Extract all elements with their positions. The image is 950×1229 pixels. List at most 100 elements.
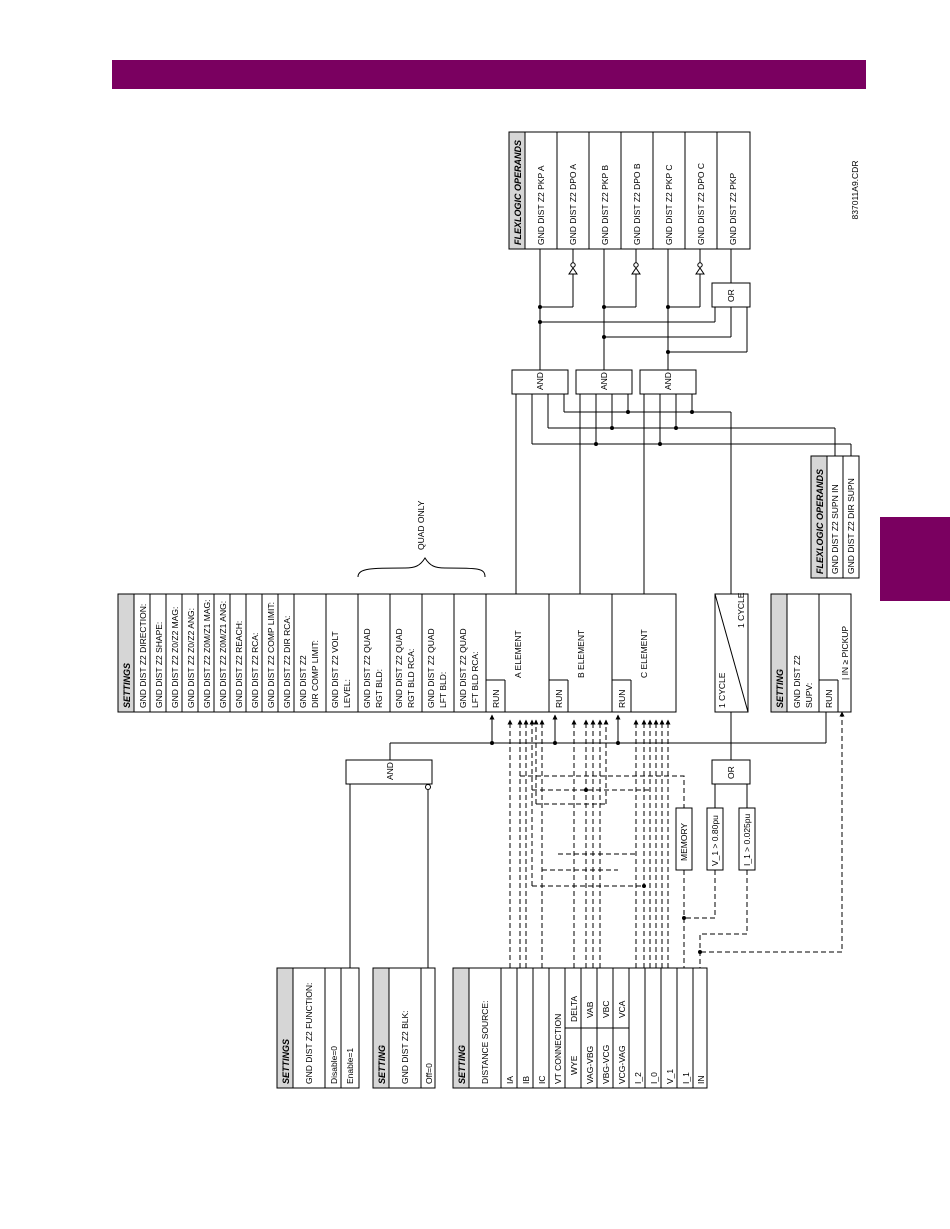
flexlogic-out-row-0: GND DIST Z2 PKP A	[536, 165, 546, 245]
settings-top-row-15: GND DIST Z2 QUAD	[458, 628, 468, 708]
flexlogic-out-row-2: GND DIST Z2 PKP B	[600, 165, 610, 245]
source-row-i2: I_2	[633, 1072, 643, 1084]
or-gate-pkp-label: OR	[726, 289, 736, 302]
supv-condition: | IN ≥ PICKUP	[840, 626, 850, 680]
flexlogic-out-box: GND DIST Z2 PKP A GND DIST Z2 DPO A GND DI…	[508, 131, 751, 250]
settings-top-row-15: LFT BLD RCA:	[470, 651, 480, 708]
vt-connection-title: VT CONNECTION	[553, 1014, 563, 1084]
settings-top-row-13: GND DIST Z2 QUAD	[394, 628, 404, 708]
blk-setting-name: GND DIST Z2 BLK:	[400, 1010, 410, 1084]
settings-top-row-14: GND DIST Z2 QUAD	[426, 628, 436, 708]
supv-setting-name: SUPV:	[804, 683, 814, 708]
flexlogic-out-header: FLEXLOGIC OPERANDS	[513, 140, 523, 245]
blk-setting-box: SETTING GND DIST Z2 BLK: Off=0	[372, 967, 436, 1089]
vt-row-0-delta: VAB	[585, 1001, 595, 1018]
memory-label: MEMORY	[679, 823, 689, 861]
supv-setting-header: SETTING	[775, 669, 785, 708]
source-setting-name: DISTANCE SOURCE:	[480, 1001, 490, 1084]
source-row-v1: V_1	[665, 1069, 675, 1084]
source-row-in: IN	[696, 1076, 706, 1085]
element-c-run: RUN	[617, 690, 627, 708]
and-gate-b-label: AND	[599, 372, 609, 390]
blk-setting-header: SETTING	[377, 1045, 387, 1084]
flexlogic-out-row-5: GND DIST Z2 DPO C	[696, 163, 706, 245]
flexlogic-supn-row-1: GND DIST Z2 DIR SUPN	[846, 478, 856, 574]
settings-top-row-12: RGT BLD:	[374, 669, 384, 708]
i1-cond-label: I_1 > 0.025pu	[742, 813, 752, 866]
element-boxes: RUN RUN RUN A ELEMENT B ELEMENT C ELEMEN…	[485, 593, 677, 713]
source-setting-header: SETTING	[457, 1045, 467, 1084]
vt-row-1-delta: VBC	[601, 1001, 611, 1018]
source-row-ib: IB	[521, 1076, 531, 1084]
source-row-i1: I_1	[681, 1072, 691, 1084]
flexlogic-out-row-6: GND DIST Z2 PKP	[728, 173, 738, 245]
enable-and-gate-label: AND	[385, 762, 395, 780]
element-b-run: RUN	[554, 690, 564, 708]
vt-col-wye: WYE	[569, 1055, 579, 1075]
function-setting-name: GND DIST Z2 FUNCTION:	[304, 983, 314, 1084]
flexlogic-supn-header: FLEXLOGIC OPERANDS	[815, 469, 825, 574]
settings-top-box: SETTINGS GND DIST Z2 DIRECTION: GND DIST …	[117, 593, 487, 713]
settings-top-row-14: LFT BLD:	[438, 672, 448, 708]
chapter-tab	[880, 517, 950, 601]
output-wiring	[538, 249, 748, 370]
v1-cond-label: V_1 > 0.80pu	[710, 815, 720, 866]
settings-top-row-11: LEVEL:	[342, 679, 352, 708]
settings-top-row-11: GND DIST Z2 VOLT	[330, 631, 340, 708]
flexlogic-supn-box: FLEXLOGIC OPERANDS GND DIST Z2 SUPN IN G…	[810, 455, 860, 579]
supv-run: RUN	[824, 690, 834, 708]
run-wiring	[349, 712, 827, 968]
settings-top-row-0: GND DIST Z2 DIRECTION:	[138, 604, 148, 708]
element-c-label: C ELEMENT	[639, 629, 649, 678]
timer-left-label: 1 CYCLE	[717, 672, 727, 708]
settings-top-row-13: RGT BLD RCA:	[406, 649, 416, 708]
vt-row-0-wye: VAG-VBG	[585, 1046, 595, 1084]
timer-right-label: 1 CYCLE	[736, 592, 746, 628]
settings-top-row-10: GND DIST Z2	[298, 655, 308, 708]
blk-setting-opt-0: Off=0	[424, 1063, 434, 1084]
drawing-id: 837011A9.CDR	[850, 161, 860, 220]
settings-top-row-8: GND DIST Z2 COMP LIMIT:	[266, 602, 276, 708]
source-row-ia: IA	[505, 1076, 515, 1084]
enable-and-gate	[345, 759, 433, 785]
and-gate-a-label: AND	[535, 372, 545, 390]
and-gate-c-label: AND	[663, 372, 673, 390]
function-setting-header: SETTINGS	[281, 1039, 291, 1084]
vt-col-delta: DELTA	[569, 996, 579, 1022]
page-header-bar	[112, 60, 866, 89]
supv-setting-name: GND DIST Z2	[792, 655, 802, 708]
settings-top-row-7: GND DIST Z2 RCA:	[250, 633, 260, 708]
settings-top-row-4: GND DIST Z2 Z0M/Z1 MAG:	[202, 600, 212, 708]
element-a-label: A ELEMENT	[513, 630, 523, 678]
source-row-i0: I_0	[649, 1072, 659, 1084]
flexlogic-supn-row-0: GND DIST Z2 SUPN IN	[830, 484, 840, 574]
function-setting-box: SETTINGS GND DIST Z2 FUNCTION: Disable=0…	[276, 967, 360, 1089]
vt-row-2-wye: VCG-VAG	[617, 1045, 627, 1084]
function-setting-opt-1: Enable=1	[345, 1048, 355, 1084]
flexlogic-out-row-4: GND DIST Z2 PKP C	[664, 165, 674, 245]
flexlogic-out-row-3: GND DIST Z2 DPO B	[632, 163, 642, 245]
settings-top-row-2: GND DIST Z2 Z0/Z2 MAG:	[170, 607, 180, 708]
quad-only-label: QUAD ONLY	[416, 500, 426, 550]
settings-top-row-10: DIR COMP LIMIT:	[310, 640, 320, 708]
or-gate-timer-label: OR	[726, 766, 736, 779]
source-setting-box: SETTING DISTANCE SOURCE: IA IB IC VT CON…	[452, 967, 708, 1089]
and-gates-output: AND AND AND	[511, 369, 697, 395]
settings-top-row-6: GND DIST Z2 REACH:	[234, 621, 244, 708]
vt-row-1-wye: VBG-VCG	[601, 1045, 611, 1084]
settings-top-header: SETTINGS	[122, 663, 132, 708]
timer-box: 1 CYCLE 1 CYCLE	[714, 592, 749, 713]
function-setting-opt-0: Disable=0	[329, 1046, 339, 1084]
settings-top-row-5: GND DIST Z2 Z0M/Z1 ANG:	[218, 601, 228, 708]
settings-top-row-1: GND DIST Z2 SHAPE:	[154, 622, 164, 708]
vt-row-2-delta: VCA	[617, 1000, 627, 1018]
settings-top-row-12: GND DIST Z2 QUAD	[362, 628, 372, 708]
element-a-run: RUN	[491, 690, 501, 708]
element-b-label: B ELEMENT	[576, 630, 586, 678]
settings-top-row-3: GND DIST Z2 Z0/Z2 ANG:	[186, 608, 196, 708]
flexlogic-out-row-1: GND DIST Z2 DPO A	[568, 164, 578, 245]
source-row-ic: IC	[537, 1076, 547, 1085]
settings-top-row-9: GND DIST Z2 DIR RCA:	[282, 616, 292, 708]
